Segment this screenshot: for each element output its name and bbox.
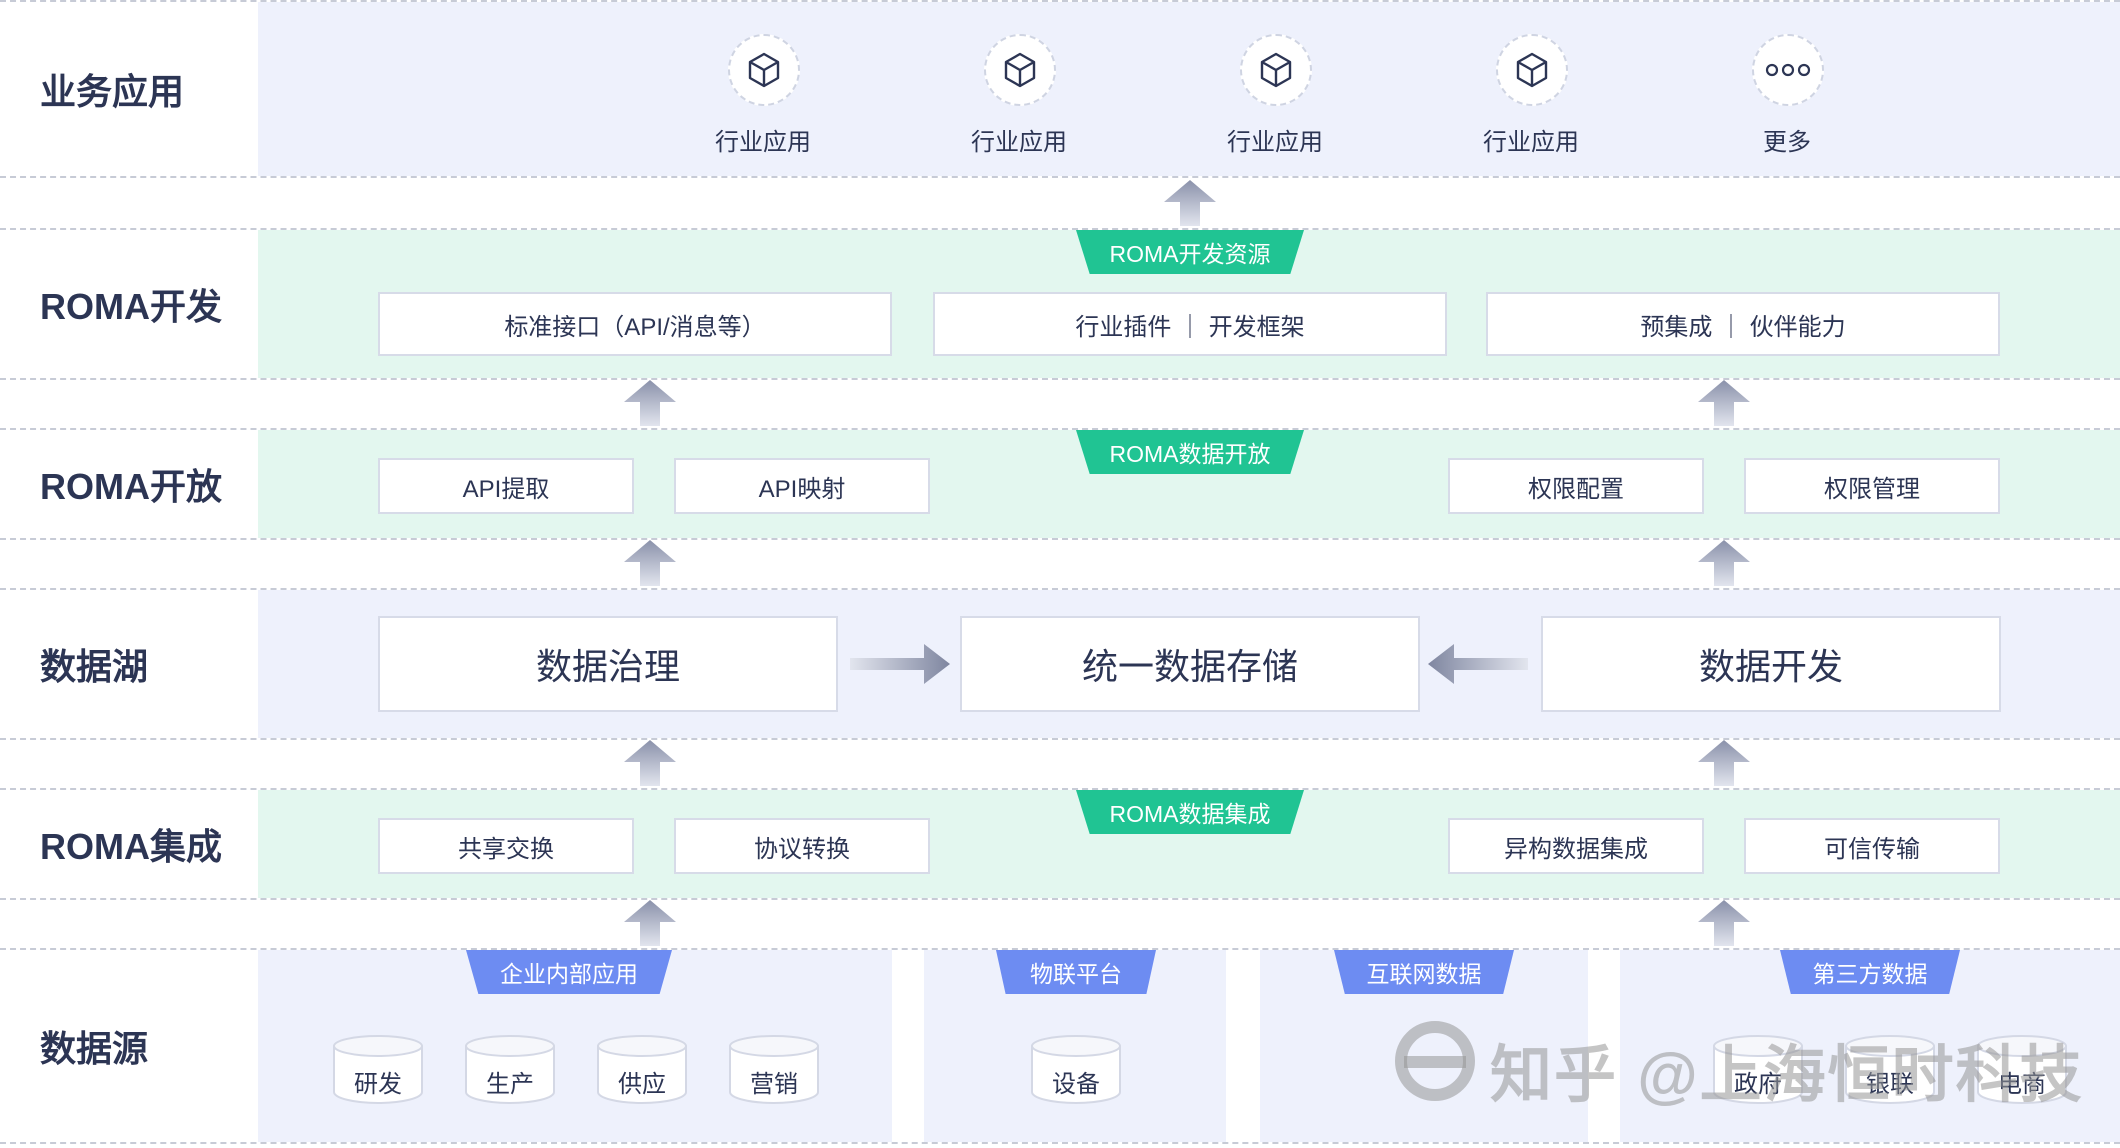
roma-open-tag: ROMA数据开放 [1076,430,1304,474]
layer-roma-open: ROMA开放 ROMA数据开放 API提取 API映射 权限配置 权限管理 [0,428,2120,540]
roma-integration-tag: ROMA数据集成 [1076,790,1304,834]
data-lake-box-development[interactable]: 数据开发 [1541,616,2001,712]
source-group-enterprise: 企业内部应用 研发 生产 供应 营销 [258,950,892,1142]
watermark-text: 知乎 @上海恒时科技 [1490,1041,2084,1110]
app-item-3[interactable]: 行业应用 [1195,2,1355,172]
database-icon: 生产 [486,1071,534,1098]
roma-dev-box-plugin[interactable]: 行业插件 ｜ 开发框架 [933,292,1447,356]
source-tag-iot: 物联平台 [996,950,1156,994]
roma-integration-box-share[interactable]: 共享交换 [378,818,634,874]
layer-label-roma-open: ROMA开放 [0,430,258,538]
database-icon: 供应 [618,1071,666,1098]
layer-label-data-lake: 数据湖 [0,590,258,738]
cube-icon [728,34,800,106]
app-item-4[interactable]: 行业应用 [1451,2,1611,172]
source-item[interactable]: 供应 [596,1034,688,1106]
layer-business: 业务应用 行业应用 行业应用 行业应用 行业应用 [0,0,2120,178]
source-group-third-party: 第三方数据 政府 银联 电商 [1620,950,2120,1142]
roma-dev-box-api[interactable]: 标准接口（API/消息等） [378,292,892,356]
app-label: 更多 [1763,129,1811,156]
layer-label-roma-integration: ROMA集成 [0,790,258,898]
source-item[interactable]: 研发 [332,1034,424,1106]
database-icon: 电商 [1998,1071,2046,1098]
roma-dev-box-partner[interactable]: 预集成 ｜ 伙伴能力 [1486,292,2000,356]
arrow-up-icon [624,540,676,586]
arrow-up-icon [624,900,676,946]
source-group-internet: 互联网数据 [1260,950,1588,1142]
database-icon: 银联 [1866,1071,1914,1098]
arrow-up-icon [624,740,676,786]
roma-open-box-permission-config[interactable]: 权限配置 [1448,458,1704,514]
arrow-right-icon [850,644,950,684]
layer-label-data-source: 数据源 [0,950,258,1142]
app-item-1[interactable]: 行业应用 [683,2,843,172]
app-label: 行业应用 [1227,129,1323,156]
business-panel: 行业应用 行业应用 行业应用 行业应用 更多 [258,2,2120,176]
layer-data-lake: 数据湖 数据治理 统一数据存储 数据开发 [0,588,2120,740]
source-group-iot: 物联平台 设备 [924,950,1226,1142]
watermark: 知乎 @上海恒时科技 [1390,1010,2090,1110]
roma-open-box-permission-manage[interactable]: 权限管理 [1744,458,2000,514]
roma-integration-panel: ROMA数据集成 共享交换 协议转换 异构数据集成 可信传输 [258,790,2120,898]
arrow-up-icon [1164,180,1216,226]
source-item[interactable]: 银联 [1844,1034,1936,1106]
database-icon: 研发 [354,1071,402,1098]
roma-open-box-api-extract[interactable]: API提取 [378,458,634,514]
source-tag-internet: 互联网数据 [1334,950,1514,994]
cube-icon [1240,34,1312,106]
zhihu-logo-icon [1395,1021,1475,1101]
roma-open-panel: ROMA数据开放 API提取 API映射 权限配置 权限管理 [258,430,2120,538]
source-item[interactable]: 政府 [1712,1034,1804,1106]
roma-integration-box-heterogeneous[interactable]: 异构数据集成 [1448,818,1704,874]
app-label: 行业应用 [715,129,811,156]
roma-dev-tag: ROMA开发资源 [1076,230,1304,274]
roma-integration-box-protocol[interactable]: 协议转换 [674,818,930,874]
data-lake-panel: 数据治理 统一数据存储 数据开发 [258,590,2120,738]
arrow-up-icon [1698,540,1750,586]
app-label: 行业应用 [971,129,1067,156]
layer-label-business: 业务应用 [0,2,258,176]
cube-icon [1496,34,1568,106]
data-lake-box-governance[interactable]: 数据治理 [378,616,838,712]
arrow-left-icon [1428,644,1528,684]
roma-dev-panel: ROMA开发资源 标准接口（API/消息等） 行业插件 ｜ 开发框架 预集成 ｜… [258,230,2120,378]
database-icon: 政府 [1734,1071,1782,1098]
database-icon: 营销 [750,1071,798,1098]
source-tag-enterprise: 企业内部应用 [466,950,672,994]
source-item[interactable]: 营销 [728,1034,820,1106]
app-label: 行业应用 [1483,129,1579,156]
more-dots-icon [1752,34,1824,106]
layer-data-source: 数据源 企业内部应用 研发 生产 供应 营销 物联平台 设备 互联网数据 [0,948,2120,1144]
roma-open-box-api-map[interactable]: API映射 [674,458,930,514]
layer-roma-integration: ROMA集成 ROMA数据集成 共享交换 协议转换 异构数据集成 可信传输 [0,788,2120,900]
source-item[interactable]: 生产 [464,1034,556,1106]
arrow-up-icon [1698,380,1750,426]
source-tag-third-party: 第三方数据 [1780,950,1960,994]
roma-integration-box-trusted[interactable]: 可信传输 [1744,818,2000,874]
app-item-2[interactable]: 行业应用 [939,2,1099,172]
app-item-more[interactable]: 更多 [1707,2,1867,172]
database-icon: 设备 [1052,1071,1100,1098]
arrow-up-icon [1698,740,1750,786]
source-item[interactable]: 电商 [1976,1034,2068,1106]
arrow-up-icon [624,380,676,426]
layer-roma-dev: ROMA开发 ROMA开发资源 标准接口（API/消息等） 行业插件 ｜ 开发框… [0,228,2120,380]
cube-icon [984,34,1056,106]
data-lake-box-storage[interactable]: 统一数据存储 [960,616,1420,712]
layer-label-roma-dev: ROMA开发 [0,230,258,378]
arrow-up-icon [1698,900,1750,946]
source-item[interactable]: 设备 [1030,1034,1122,1106]
